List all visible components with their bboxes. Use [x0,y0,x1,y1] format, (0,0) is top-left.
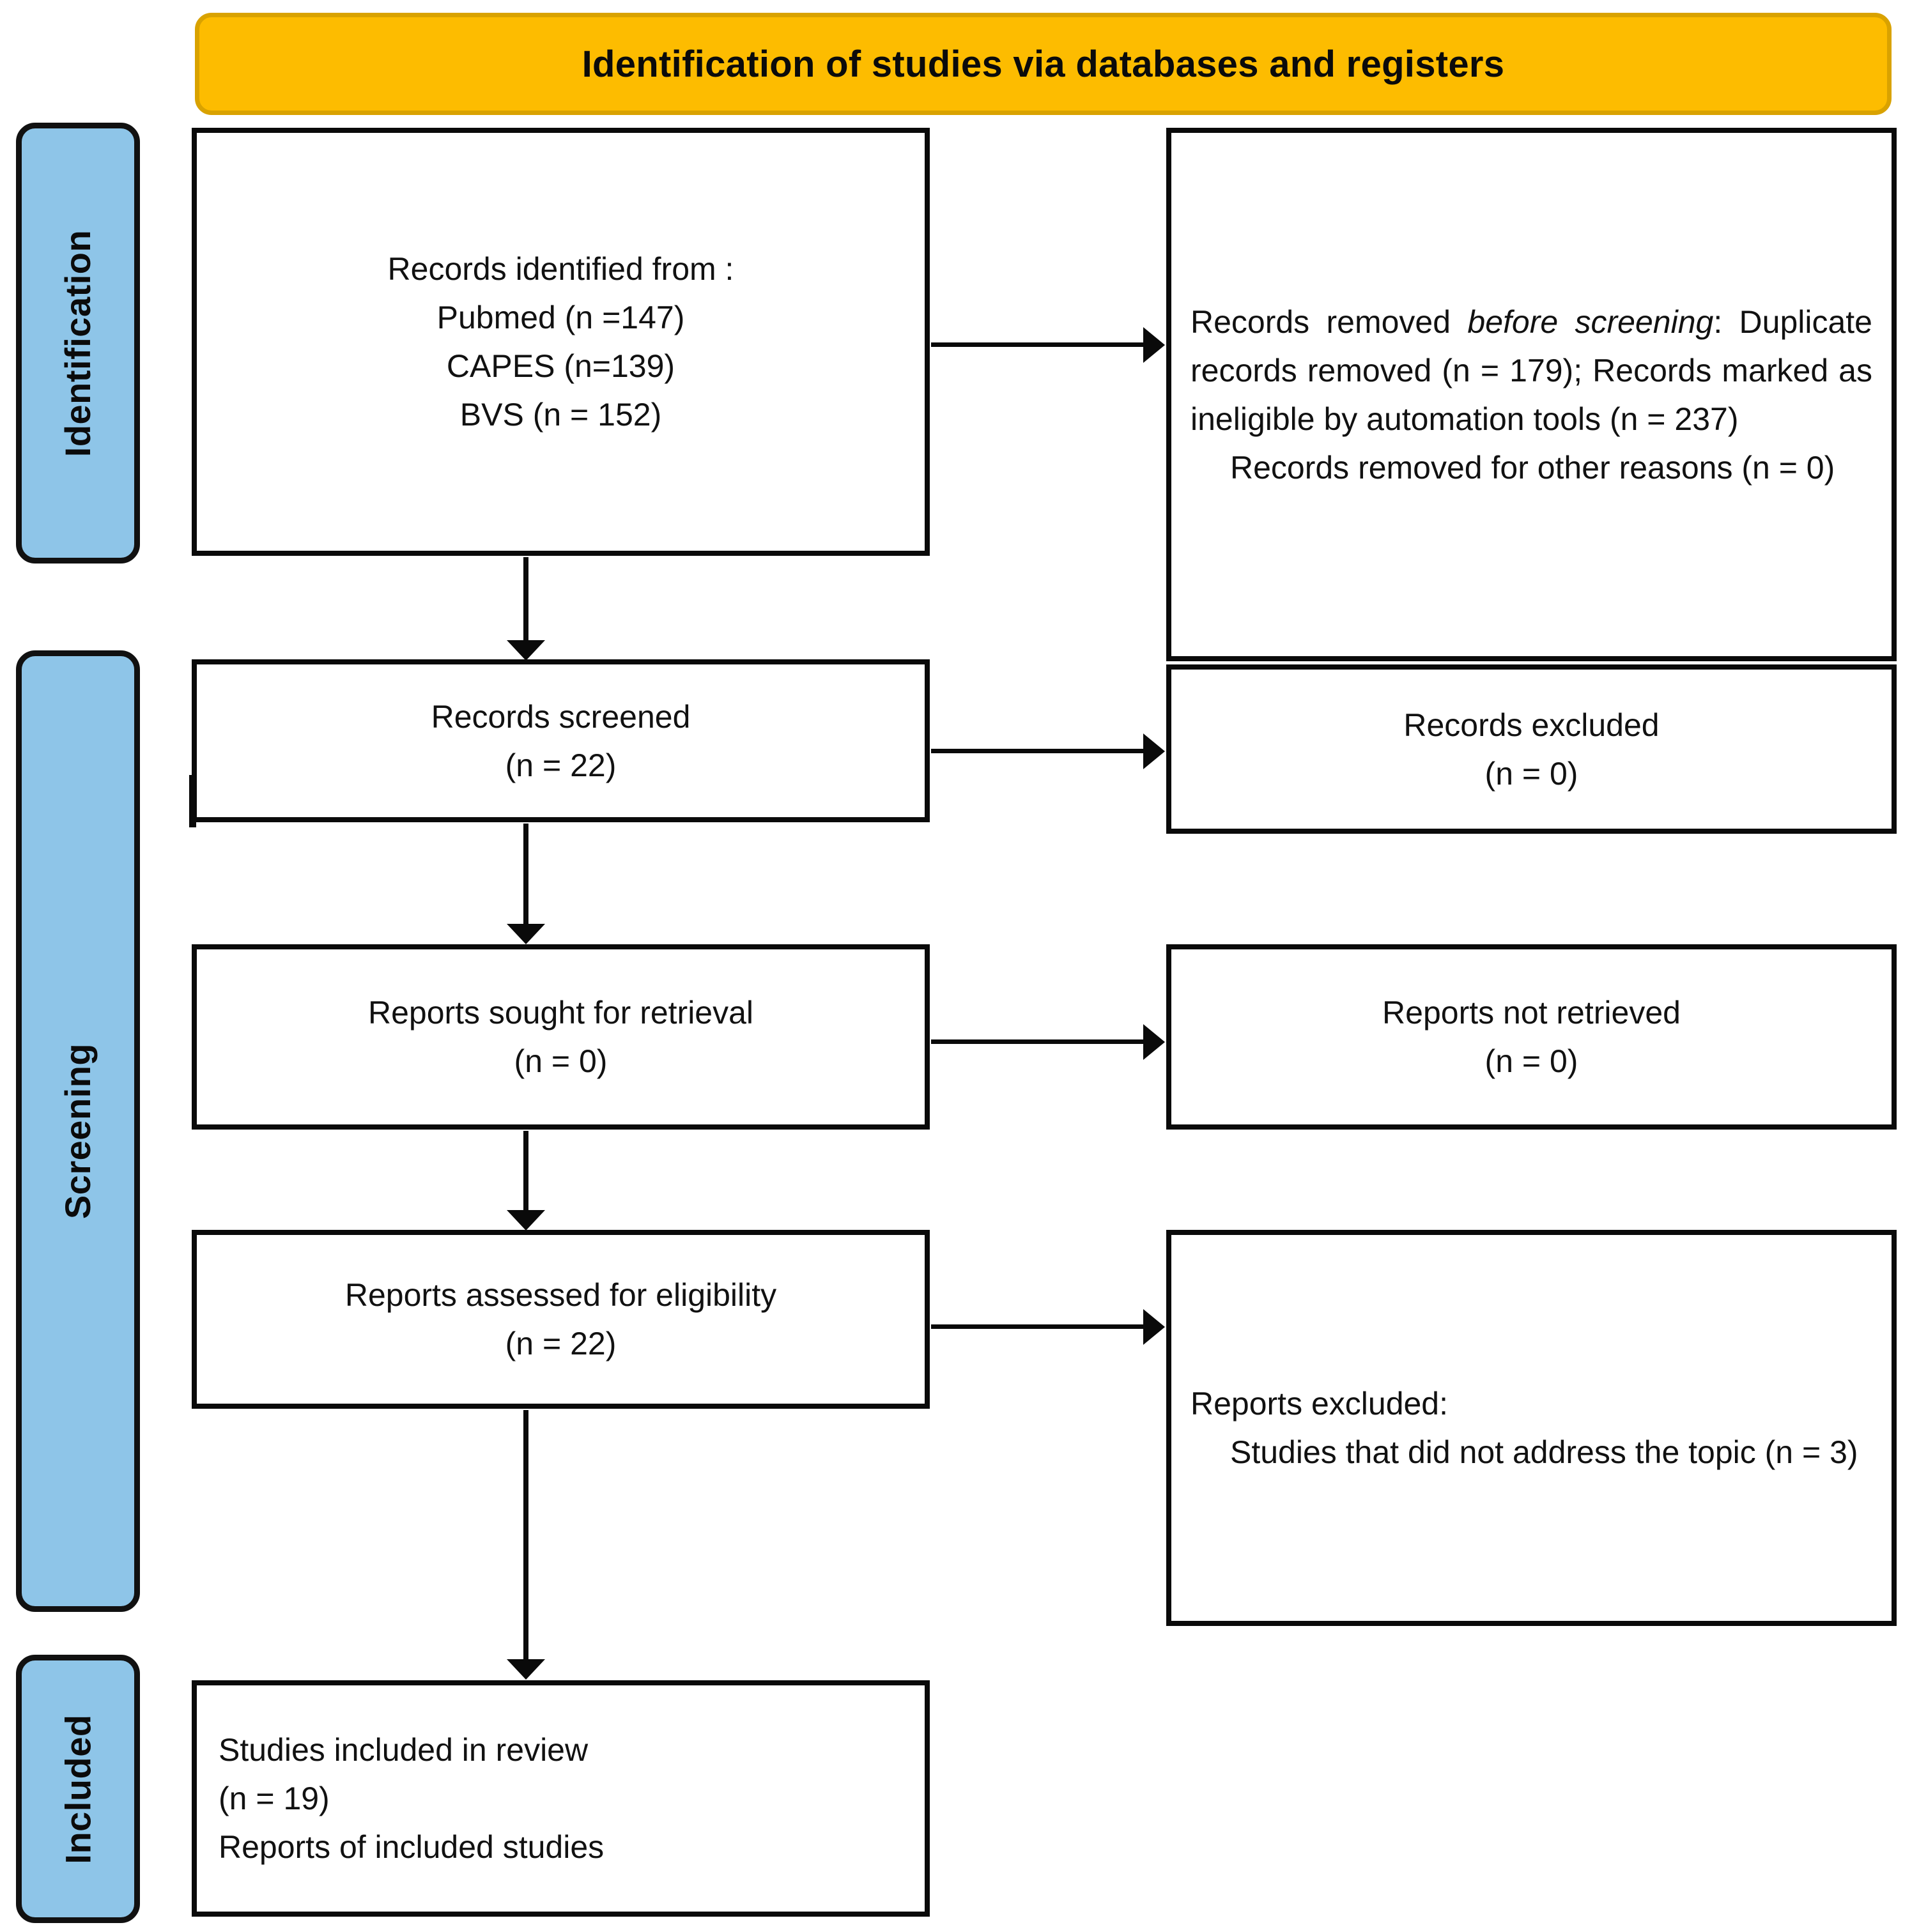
reports-excluded-heading: Reports excluded: [1191,1386,1449,1422]
records-removed-before-screening-text: Records removed before screening: Duplic… [1171,298,1892,443]
reports-excluded-reason: Studies that did not address the topic (… [1230,1434,1858,1470]
scan-artifact-mark [189,775,196,827]
records-removed-body: : Duplicate records removed (n = 179); R… [1191,303,1872,437]
studies-included-label: Studies included in review [219,1732,589,1768]
reports-sought-count: (n = 0) [514,1043,608,1079]
arrow-down-screened-to-sought [523,824,528,928]
records-removed-italic-screening: screening [1575,303,1714,340]
box-records-identified: Records identified from : Pubmed (n =147… [192,128,930,556]
box-records-screened: Records screened (n = 22) [192,659,930,822]
reports-assessed-label: Reports assessed for eligibility [344,1277,777,1313]
arrow-down-sought-to-assessed [523,1131,528,1214]
box-reports-sought-for-retrieval: Reports sought for retrieval (n = 0) [192,944,930,1130]
stage-label-screening: Screening [16,650,140,1612]
records-removed-prefix: Records removed [1191,303,1468,340]
records-removed-other-reasons: Records removed for other reasons (n = 0… [1230,449,1835,486]
diagram-title: Identification of studies via databases … [582,43,1505,85]
arrow-down-identified-to-screened [523,557,528,644]
reports-not-retrieved-label: Reports not retrieved [1382,995,1681,1031]
reports-not-retrieved-count: (n = 0) [1484,1043,1578,1079]
stage-label-included-text: Included [58,1713,98,1864]
records-identified-bvs: BVS (n = 152) [459,397,662,433]
box-reports-assessed-for-eligibility: Reports assessed for eligibility (n = 22… [192,1230,930,1409]
box-studies-included-in-review: Studies included in review (n = 19) Repo… [192,1680,930,1917]
records-screened-label: Records screened [431,698,691,735]
reports-of-included-studies-label: Reports of included studies [219,1829,605,1865]
arrow-down-assessed-to-included [523,1410,528,1663]
stage-label-identification-text: Identification [58,229,98,457]
reports-assessed-count: (n = 22) [505,1326,617,1361]
records-removed-italic-before: before [1467,303,1559,340]
stage-label-screening-text: Screening [58,1043,98,1220]
box-records-removed-before-screening: Records removed before screening: Duplic… [1166,128,1897,661]
arrow-right-sought-to-not-retrieved [931,1039,1146,1044]
stage-label-included: Included [16,1655,140,1923]
box-records-excluded: Records excluded (n = 0) [1166,664,1897,834]
records-identified-heading: Records identified from : [387,251,734,287]
arrow-right-screened-to-excluded [931,749,1146,753]
records-identified-pubmed: Pubmed (n =147) [436,300,685,335]
box-reports-not-retrieved: Reports not retrieved (n = 0) [1166,944,1897,1130]
records-identified-capes: CAPES (n=139) [446,348,675,384]
stage-label-identification: Identification [16,123,140,564]
studies-included-count: (n = 19) [219,1781,330,1816]
records-excluded-label: Records excluded [1403,707,1660,743]
records-excluded-count: (n = 0) [1484,755,1578,792]
box-reports-excluded: Reports excluded: Studies that did not a… [1166,1230,1897,1626]
arrow-right-identified-to-removed [931,342,1146,347]
arrow-right-assessed-to-reports-excluded [931,1324,1146,1329]
records-screened-count: (n = 22) [505,747,617,783]
reports-sought-label: Reports sought for retrieval [367,995,754,1031]
diagram-header-banner: Identification of studies via databases … [195,13,1892,115]
